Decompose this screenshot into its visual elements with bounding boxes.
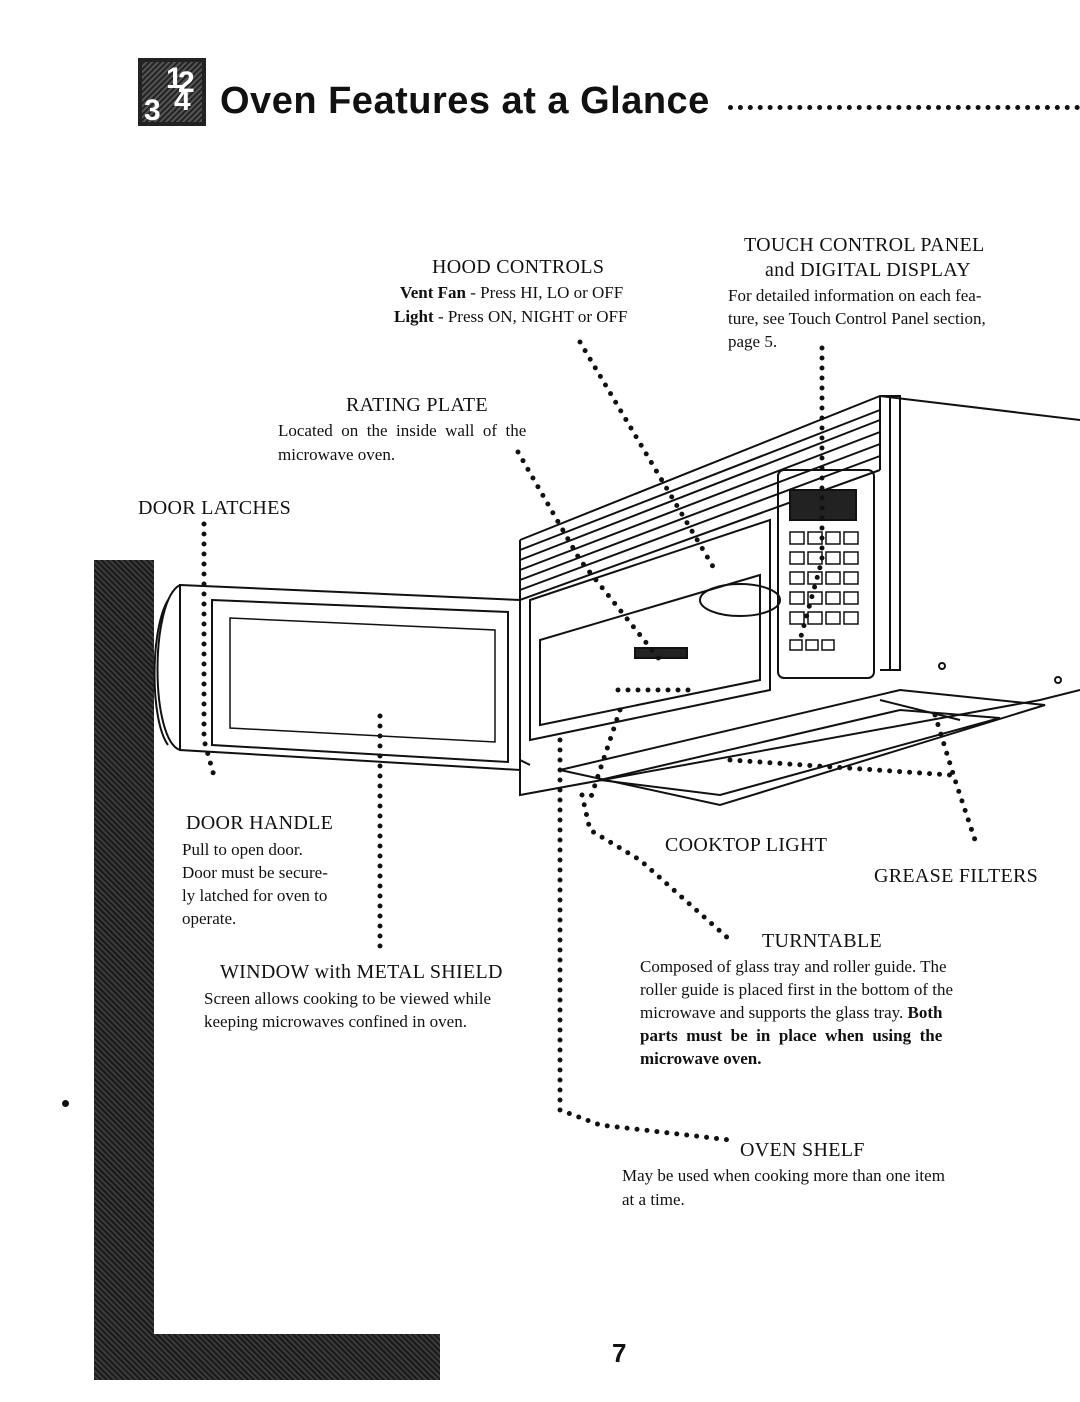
svg-text:1: 1 <box>166 62 183 95</box>
svg-text:2: 2 <box>178 66 195 99</box>
door-latches-heading: DOOR LATCHES <box>138 497 292 519</box>
turntable-body-3: microwave and supports the glass tray. <box>640 1003 904 1022</box>
door-handle-body-2: Door must be secure- <box>182 863 328 882</box>
svg-text:3: 3 <box>144 94 161 126</box>
door-handle-body-4: operate. <box>182 909 237 928</box>
page-number: 7 <box>612 1338 627 1368</box>
hood-controls-heading: HOOD CONTROLS <box>432 256 605 278</box>
rating-plate-heading: RATING PLATE <box>346 394 488 416</box>
page-title: Oven Features at a Glance <box>220 80 710 122</box>
door-handle-heading: DOOR HANDLE <box>186 812 334 834</box>
vent-fan-term: Vent Fan <box>400 283 466 302</box>
margin-bullet <box>62 1100 69 1107</box>
turntable-heading: TURNTABLE <box>762 930 882 952</box>
turntable-body-2: roller guide is placed first in the bott… <box>640 980 954 999</box>
vent-fan-text: - Press HI, LO or OFF <box>465 283 624 302</box>
turntable-body-bold-inline: Both <box>907 1003 943 1022</box>
oven-shelf-heading: OVEN SHELF <box>740 1139 865 1161</box>
touch-control-heading-2: and DIGITAL DISPLAY <box>765 259 971 281</box>
rating-plate-body-2: microwave oven. <box>278 445 396 464</box>
touch-control-heading-1: TOUCH CONTROL PANEL <box>744 234 985 256</box>
fraction-numbers-icon: 1 2 3 4 <box>138 58 206 127</box>
window-heading: WINDOW with METAL SHIELD <box>220 961 503 983</box>
cooktop-light-heading: COOKTOP LIGHT <box>665 834 828 856</box>
oven-shelf-body-1: May be used when cooking more than one i… <box>622 1166 945 1185</box>
door-handle-body-3: ly latched for oven to <box>182 886 328 905</box>
turntable-body-bold-5: microwave oven. <box>640 1049 762 1068</box>
vent-fan-line: Vent Fan - Press HI, LO or OFF <box>400 281 623 304</box>
window-body-2: keeping microwaves confined in oven. <box>204 1012 467 1031</box>
title-leader-dots <box>728 96 1080 110</box>
grease-filters-heading: GREASE FILTERS <box>874 865 1039 887</box>
light-term: Light <box>394 307 434 326</box>
turntable-body-3-line: microwave and supports the glass tray. B… <box>640 1001 943 1024</box>
touch-control-body-3: page 5. <box>728 332 778 351</box>
door-handle-body-1: Pull to open door. <box>182 840 303 859</box>
window-body-1: Screen allows cooking to be viewed while <box>204 989 492 1008</box>
turntable-body-bold-4: parts must be in place when using the <box>640 1026 943 1045</box>
svg-text:4: 4 <box>174 84 191 117</box>
rating-plate-body-1: Located on the inside wall of the <box>278 421 527 440</box>
touch-control-body-2: ture, see Touch Control Panel section, <box>728 309 986 328</box>
sidebar-bar <box>94 560 154 1380</box>
light-line: Light - Press ON, NIGHT or OFF <box>394 305 627 328</box>
turntable-body-1: Composed of glass tray and roller guide.… <box>640 957 947 976</box>
touch-control-body-1: For detailed information on each fea- <box>728 286 982 305</box>
footer-bar <box>94 1334 440 1380</box>
oven-shelf-body-2: at a time. <box>622 1190 685 1209</box>
light-text: - Press ON, NIGHT or OFF <box>433 307 628 326</box>
